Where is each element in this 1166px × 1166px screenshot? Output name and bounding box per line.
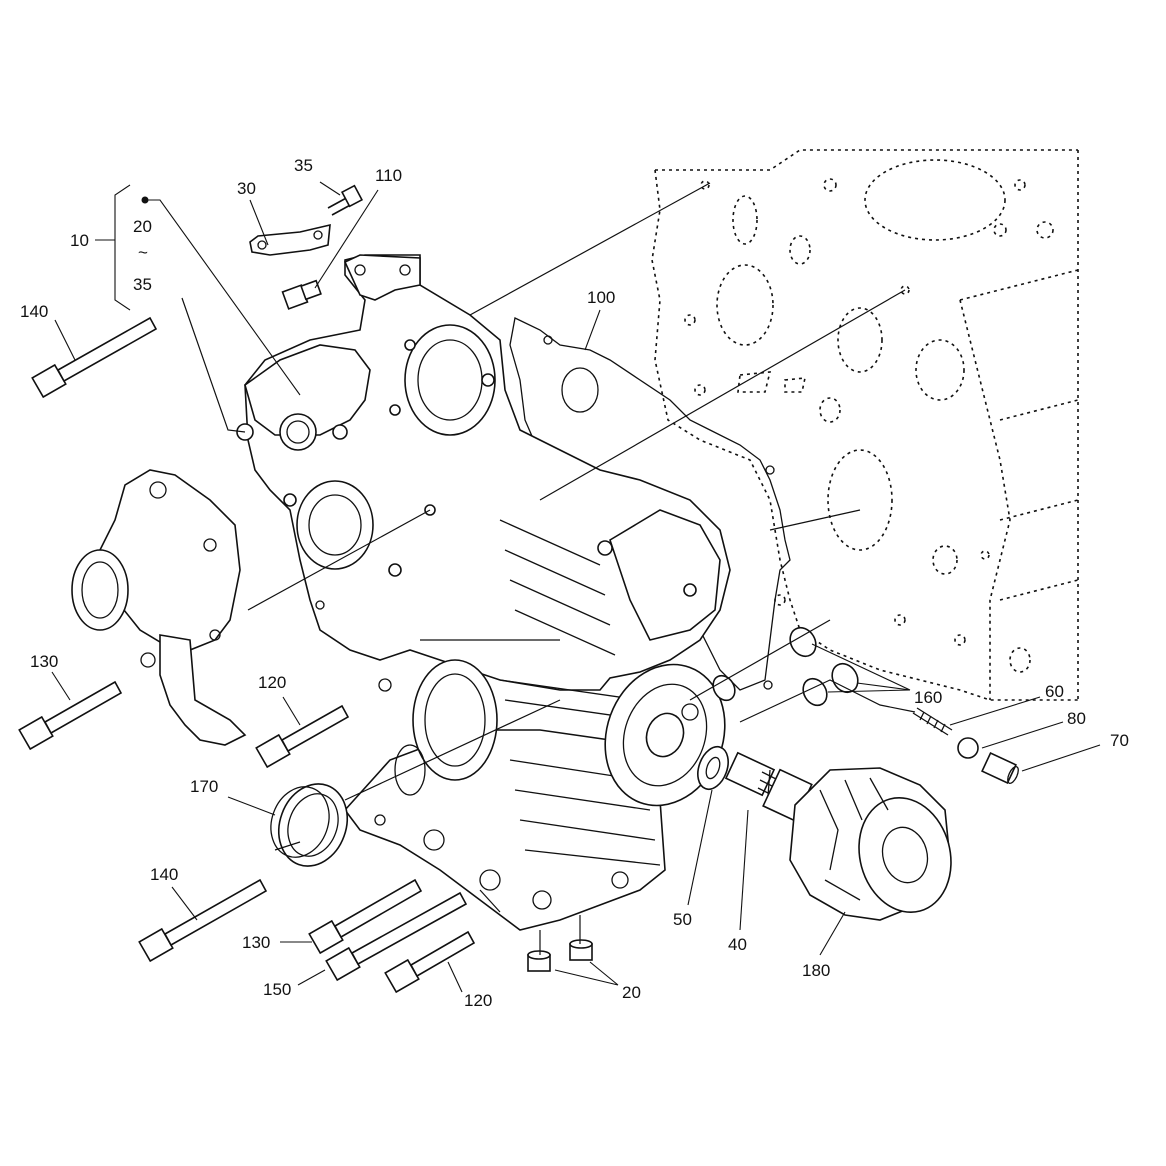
label-20-plugs: 20: [622, 983, 641, 1002]
oil-pump-flange: [604, 663, 726, 807]
leader-lines: [51, 181, 1101, 993]
bolt-130-left: [18, 680, 123, 751]
drain-plugs-20: [527, 939, 593, 972]
label-20-range: 20: [133, 217, 152, 236]
label-70: 70: [1110, 731, 1129, 750]
washer-50: [697, 745, 729, 791]
label-110: 110: [375, 166, 402, 185]
bolt-35: [327, 184, 364, 216]
o-rings-160: [712, 626, 859, 707]
bolt-120-mid: [255, 704, 350, 769]
bolt-140-bottom: [138, 878, 268, 963]
label-40: 40: [728, 935, 747, 954]
label-160: 160: [914, 688, 942, 707]
part-labels: 10 20 ~ 35 30 35 110 100 140 130 120 170…: [20, 156, 1129, 1010]
bolt-130-bottom: [308, 878, 423, 955]
water-pump: [71, 469, 247, 746]
bolt-150: [325, 891, 468, 982]
label-80: 80: [1067, 709, 1086, 728]
assembly-guides: [181, 182, 916, 955]
label-140-top: 140: [20, 302, 48, 321]
relief-valve-parts: [912, 707, 1019, 785]
oil-filter-180: [789, 767, 952, 921]
oil-seal-170: [270, 783, 348, 867]
label-60: 60: [1045, 682, 1064, 701]
label-170: 170: [190, 777, 218, 796]
label-100: 100: [587, 288, 615, 307]
label-120-mid: 120: [258, 673, 286, 692]
label-50: 50: [673, 910, 692, 929]
label-35-range: 35: [133, 275, 152, 294]
label-150: 150: [263, 980, 291, 999]
bracket-30: [249, 223, 331, 256]
timing-cover: [236, 254, 731, 692]
label-130-left: 130: [30, 652, 58, 671]
label-180: 180: [802, 961, 830, 980]
bolt-120-bottom: [384, 930, 476, 994]
engine-block: [651, 149, 1079, 701]
label-30: 30: [237, 179, 256, 198]
label-130-bottom: 130: [242, 933, 270, 952]
label-range-tilde: ~: [138, 243, 148, 262]
bolt-110: [281, 279, 322, 310]
oil-pan-housing: [343, 659, 666, 931]
label-35: 35: [294, 156, 313, 175]
bolt-140-top: [31, 316, 158, 399]
label-10: 10: [70, 231, 89, 250]
label-120-bottom: 120: [464, 991, 492, 1010]
label-140-bottom: 140: [150, 865, 178, 884]
